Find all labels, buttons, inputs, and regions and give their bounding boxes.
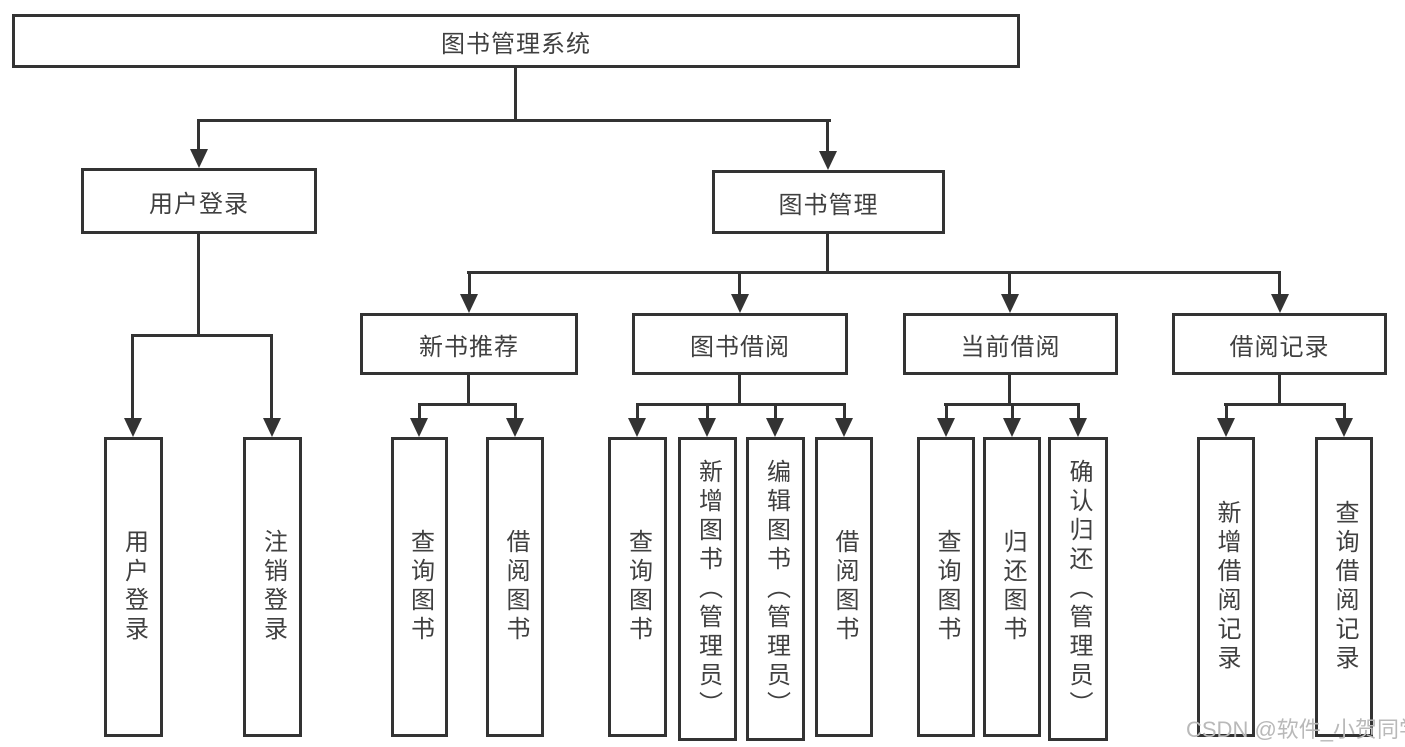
node-book-borrow: 图书借阅 — [632, 313, 848, 375]
arrow-down-icon — [506, 418, 524, 437]
connector-line — [467, 375, 470, 406]
arrow-down-icon — [1003, 418, 1021, 437]
node-borrow-records: 借阅记录 — [1172, 313, 1387, 375]
arrow-down-icon — [263, 418, 281, 437]
node-label: 借阅记录 — [1229, 333, 1330, 361]
leaf-borrow-books: 借阅图书 — [815, 437, 873, 737]
arrow-down-icon — [1271, 294, 1289, 313]
arrow-down-icon — [731, 294, 749, 313]
node-label: 新增图书（管理员） — [694, 458, 722, 720]
leaf-user-login: 用户登录 — [104, 437, 163, 737]
connector-line — [418, 403, 517, 406]
node-new-book-recommend: 新书推荐 — [360, 313, 578, 375]
connector-line — [636, 403, 846, 406]
arrow-down-icon — [410, 418, 428, 437]
arrow-down-icon — [698, 418, 716, 437]
leaf-add-borrow-record: 新增借阅记录 — [1197, 437, 1255, 737]
connector-line — [945, 403, 948, 421]
connector-line — [1278, 375, 1281, 406]
node-current-borrow: 当前借阅 — [903, 313, 1118, 375]
connector-line — [1343, 403, 1346, 421]
connector-line — [418, 403, 421, 421]
arrow-down-icon — [766, 418, 784, 437]
arrow-down-icon — [628, 418, 646, 437]
node-label: 新增借阅记录 — [1213, 500, 1240, 674]
connector-line — [1278, 271, 1281, 297]
node-label: 图书借阅 — [690, 333, 790, 361]
leaf-confirm-return-admin: 确认归还（管理员） — [1048, 437, 1108, 741]
connector-line — [636, 403, 639, 421]
connector-line — [1011, 403, 1014, 421]
connector-line — [826, 234, 829, 274]
node-label: 图书管理系统 — [441, 30, 591, 58]
node-label: 查询图书 — [624, 529, 652, 645]
csdn-watermark: CSDN @软件_小贺同学 — [1186, 717, 1405, 742]
arrow-down-icon — [460, 294, 478, 313]
node-label: 查询图书 — [406, 529, 434, 645]
leaf-edit-books-admin: 编辑图书（管理员） — [746, 437, 805, 741]
connector-line — [197, 119, 831, 122]
connector-line — [826, 119, 829, 155]
arrow-down-icon — [1335, 418, 1353, 437]
node-label: 查询借阅记录 — [1331, 500, 1358, 674]
node-label: 注销登录 — [259, 529, 287, 645]
leaf-return-books: 归还图书 — [983, 437, 1041, 737]
connector-line — [270, 334, 273, 420]
node-label: 编辑图书（管理员） — [762, 458, 790, 720]
node-label: 查询图书 — [933, 529, 960, 645]
arrow-down-icon — [819, 151, 837, 170]
node-label: 归还图书 — [999, 529, 1026, 645]
connector-line — [197, 119, 200, 153]
leaf-query-books-recommend: 查询图书 — [391, 437, 448, 737]
arrow-down-icon — [124, 418, 142, 437]
node-label: 新书推荐 — [419, 333, 519, 361]
connector-line — [197, 234, 200, 337]
node-label: 用户登录 — [149, 190, 249, 218]
connector-line — [706, 403, 709, 421]
connector-line — [468, 271, 471, 297]
connector-line — [843, 403, 846, 421]
node-label: 借阅图书 — [502, 529, 529, 645]
arrow-down-icon — [835, 418, 853, 437]
leaf-query-books-borrow: 查询图书 — [608, 437, 667, 737]
connector-line — [131, 334, 273, 337]
node-label: 用户登录 — [120, 529, 148, 645]
node-label: 当前借阅 — [960, 333, 1061, 361]
leaf-borrow-books-recommend: 借阅图书 — [486, 437, 544, 737]
node-book-management: 图书管理 — [712, 170, 945, 234]
connector-line — [1008, 375, 1011, 406]
connector-line — [514, 68, 517, 121]
leaf-query-borrow-record: 查询借阅记录 — [1315, 437, 1373, 737]
connector-line — [131, 334, 134, 420]
arrow-down-icon — [1001, 294, 1019, 313]
connector-line — [774, 403, 777, 421]
leaf-logout: 注销登录 — [243, 437, 302, 737]
node-library-system: 图书管理系统 — [12, 14, 1020, 68]
node-label: 图书管理 — [778, 191, 879, 219]
connector-line — [1077, 403, 1080, 421]
connector-line — [467, 271, 1281, 274]
leaf-add-books-admin: 新增图书（管理员） — [678, 437, 737, 741]
connector-line — [738, 271, 741, 297]
arrow-down-icon — [190, 149, 208, 168]
connector-line — [514, 403, 517, 421]
arrow-down-icon — [1069, 418, 1087, 437]
arrow-down-icon — [937, 418, 955, 437]
node-user-login: 用户登录 — [81, 168, 317, 234]
node-label: 借阅图书 — [831, 529, 858, 645]
arrow-down-icon — [1217, 418, 1235, 437]
connector-line — [1008, 271, 1011, 297]
connector-line — [1225, 403, 1228, 421]
connector-line — [738, 375, 741, 406]
leaf-query-books-current: 查询图书 — [917, 437, 975, 737]
node-label: 确认归还（管理员） — [1065, 458, 1092, 720]
connector-line — [1224, 403, 1346, 406]
